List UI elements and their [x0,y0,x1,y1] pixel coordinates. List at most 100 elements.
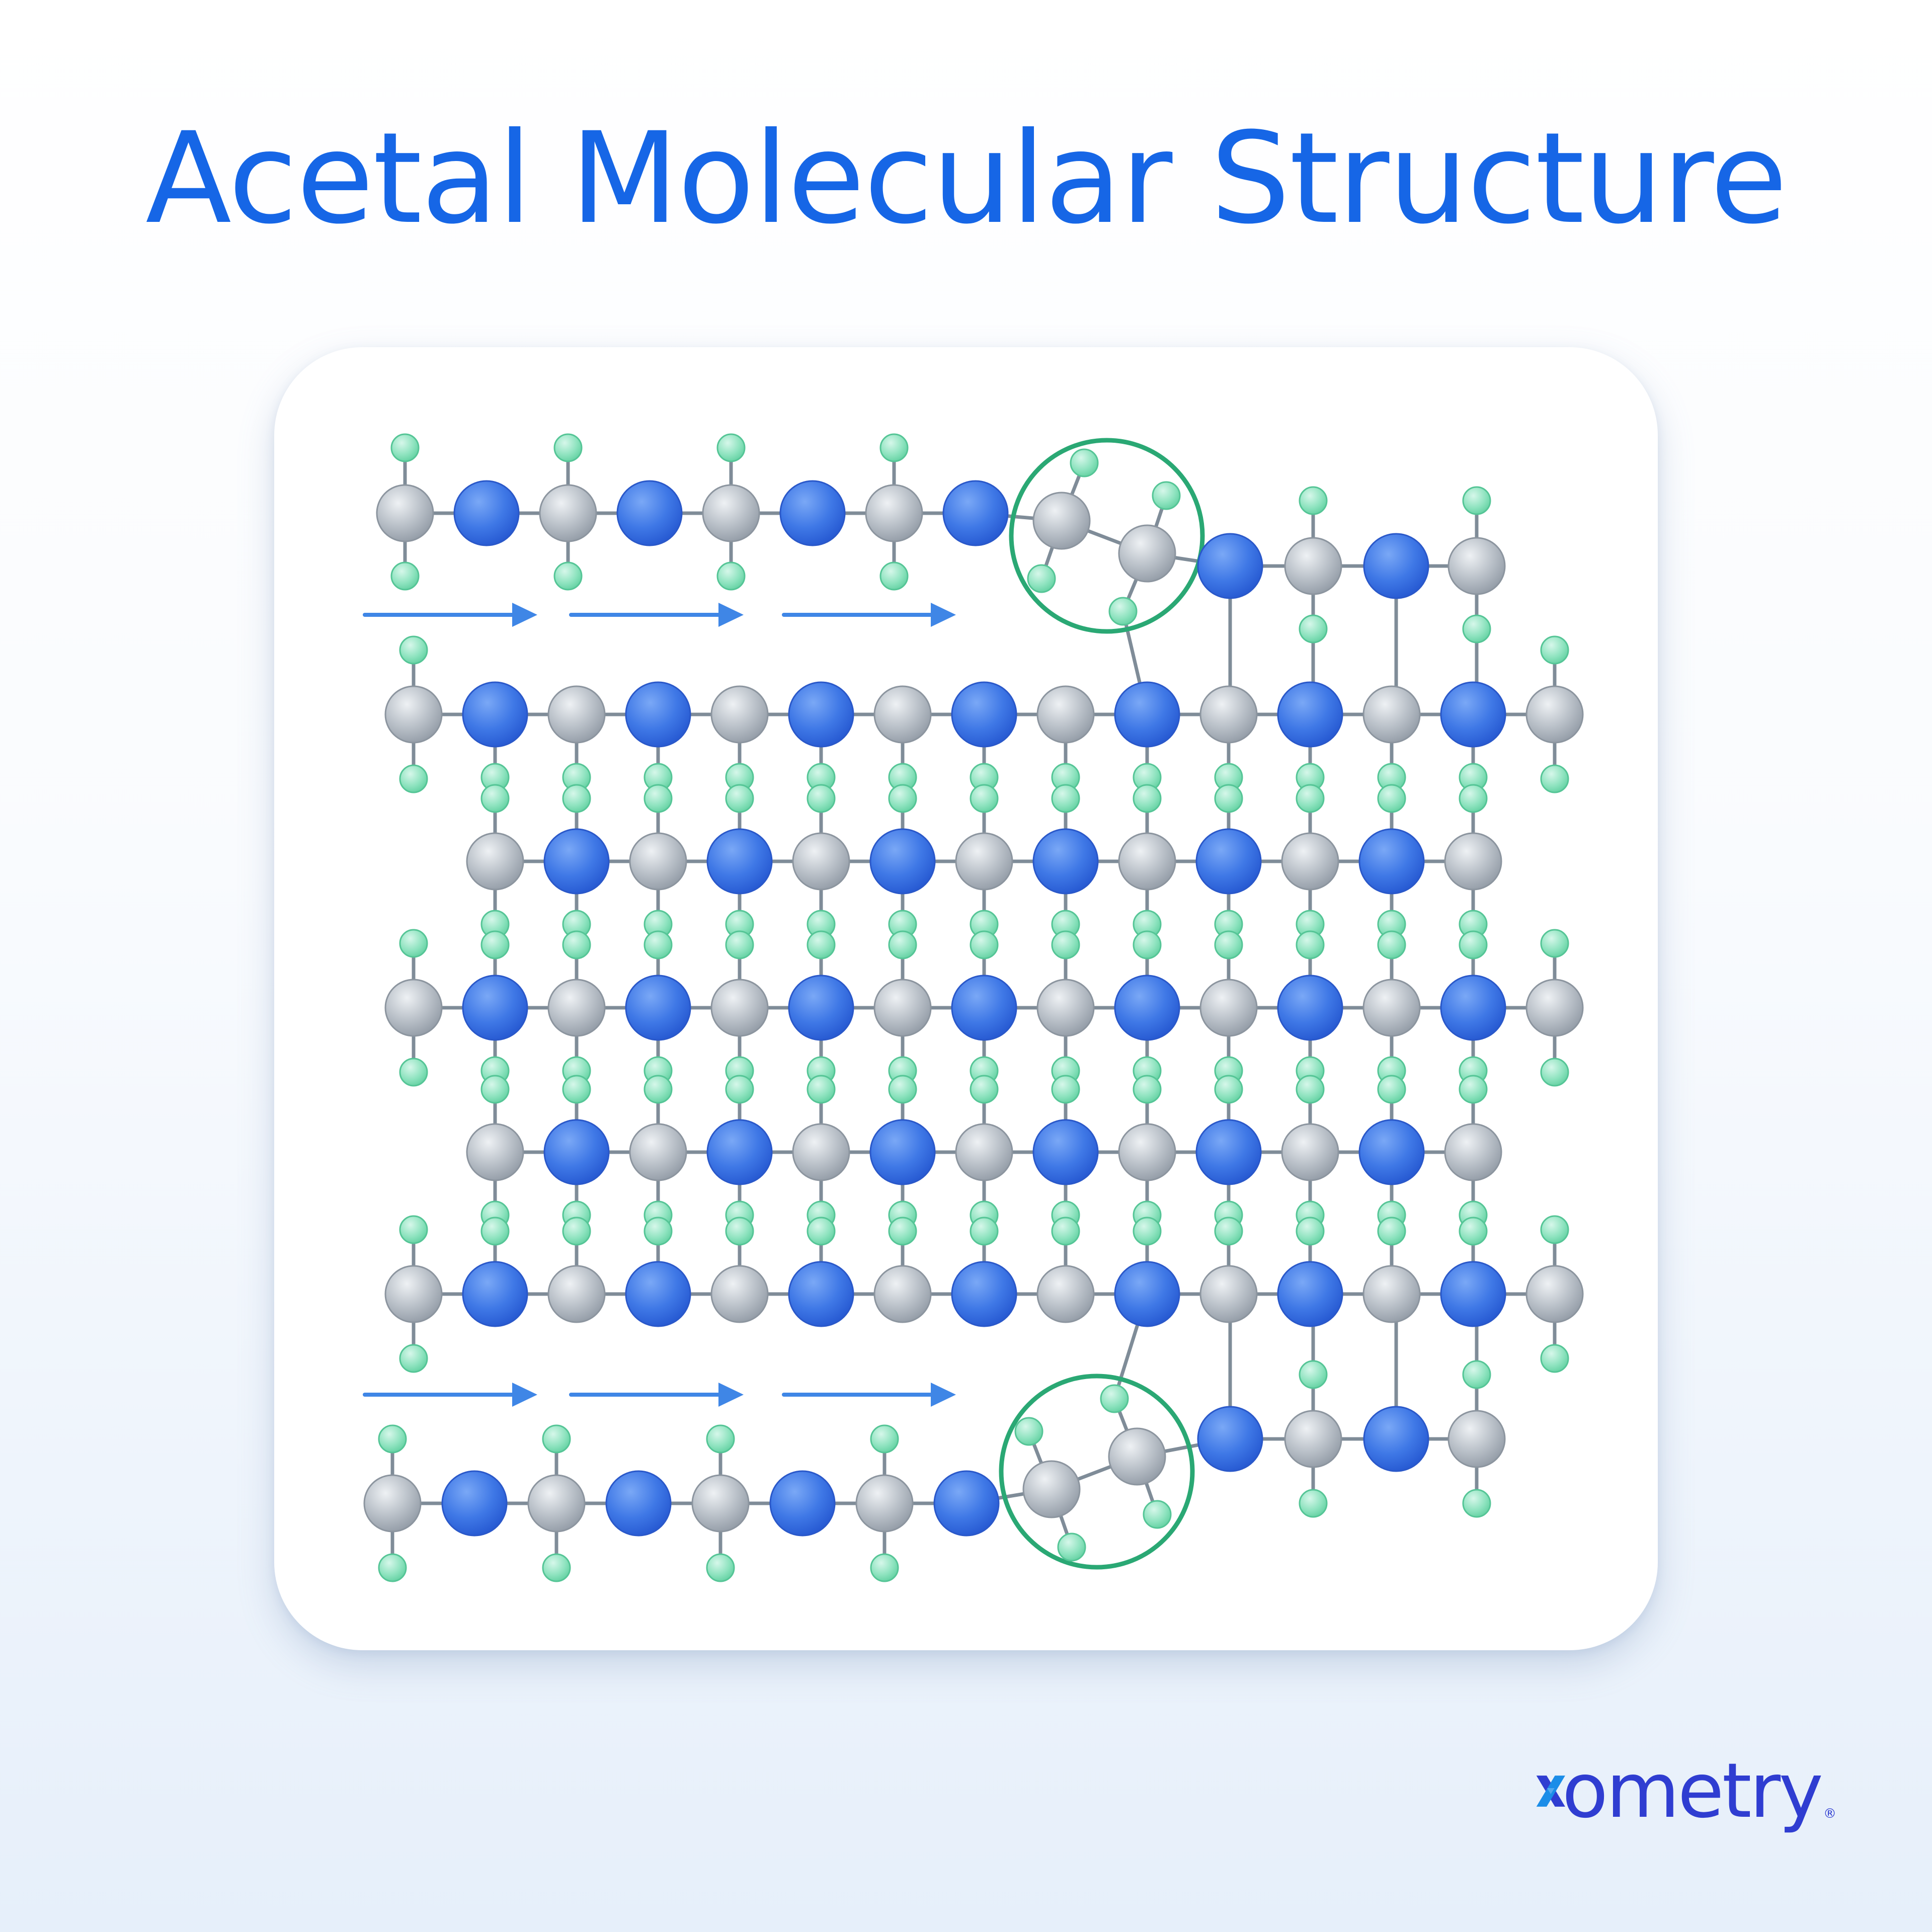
hydrogen-atom [1540,1215,1569,1244]
oxygen-atom [462,1261,528,1327]
hydrogen-atom [1459,784,1488,813]
hydrogen-atom [716,561,746,591]
hydrogen-atom [1299,486,1328,515]
hydrogen-atom [706,1424,735,1454]
carbon-atom [792,1123,850,1181]
hydrogen-atom [1133,930,1162,959]
hydrogen-atom [643,784,673,813]
carbon-atom [710,1265,769,1323]
highlight-circle-icon [999,1374,1195,1570]
oxygen-atom [788,975,854,1041]
oxygen-atom [462,681,528,748]
flow-arrow-icon [782,603,956,627]
oxygen-atom [625,681,691,748]
hydrogen-atom [879,433,909,462]
hydrogen-atom [480,784,510,813]
carbon-atom [629,832,687,891]
carbon-atom [547,1265,606,1323]
hydrogen-atom [1462,486,1491,515]
hydrogen-atom [553,561,583,591]
carbon-atom [873,685,932,744]
carbon-atom [384,1265,443,1323]
oxygen-atom [1197,533,1263,599]
carbon-atom [376,484,434,542]
carbon-atom [1118,524,1176,583]
oxygen-atom [1197,1406,1263,1472]
hydrogen-atom [1057,1533,1086,1562]
carbon-atom [1199,685,1258,744]
hydrogen-atom [562,930,591,959]
xometry-x-icon [1536,1776,1565,1807]
oxygen-atom [605,1470,672,1537]
hydrogen-atom [1152,481,1181,510]
hydrogen-atom [553,433,583,462]
hydrogen-atom [399,764,428,793]
carbon-atom [710,685,769,744]
carbon-atom [547,685,606,744]
carbon-atom [1281,1123,1339,1181]
oxygen-atom [462,975,528,1041]
oxygen-atom [1440,975,1506,1041]
hydrogen-atom [870,1424,899,1454]
hydrogen-atom [643,930,673,959]
carbon-atom [466,1123,524,1181]
carbon-atom [1036,1265,1095,1323]
carbon-atom [1118,832,1176,891]
carbon-atom [1362,685,1421,744]
hydrogen-atom [1051,1217,1080,1246]
oxygen-atom [1277,975,1343,1041]
flow-arrows [363,603,956,1407]
hydrogen-atom [1377,930,1406,959]
oxygen-atom [441,1470,508,1537]
oxygen-atom [788,1261,854,1327]
hydrogen-atom [1540,1344,1569,1373]
oxygen-atom [543,1119,610,1185]
carbon-atom [1362,1265,1421,1323]
oxygen-atom [1440,681,1506,748]
carbon-atom [1284,1410,1342,1468]
hydrogen-atom [1459,1217,1488,1246]
oxygen-atom [1114,1261,1180,1327]
hydrogen-atom [1377,1217,1406,1246]
hydrogen-atom [1108,597,1138,626]
hydrogen-atom [807,784,836,813]
hydrogen-atom [1214,784,1243,813]
oxygen-atom [1363,1406,1429,1472]
hydrogen-atom [1133,784,1162,813]
hydrogen-atom [1540,764,1569,793]
carbon-atom [1022,1460,1081,1518]
carbon-atom [629,1123,687,1181]
hydrogen-atom [888,930,917,959]
carbon-atom [384,979,443,1037]
highlight-rings [999,438,1205,1570]
hydrogen-atom [399,1215,428,1244]
hydrogen-atom [1214,1075,1243,1104]
hydrogen-atom [1459,1075,1488,1104]
carbon-atom [1444,1123,1502,1181]
oxygen-atom [1277,1261,1343,1327]
hydrogen-atom [970,784,999,813]
hydrogen-atom [378,1424,407,1454]
hydrogen-atom [1214,1217,1243,1246]
hydrogen-atom [1296,930,1325,959]
hydrogen-atom [1540,929,1569,958]
carbon-atom [955,832,1013,891]
carbon-atom [363,1474,422,1533]
hydrogen-atom [1377,1075,1406,1104]
oxygen-atom [869,1119,936,1185]
hydrogen-atom [1299,1489,1328,1518]
hydrogen-atom [480,1217,510,1246]
carbon-atom [1525,685,1584,744]
hydrogen-atom [562,784,591,813]
carbon-atom [1281,832,1339,891]
carbon-atom [873,979,932,1037]
carbon-atom [855,1474,914,1533]
carbon-atom [702,484,760,542]
carbon-atom [1036,685,1095,744]
hydrogen-atom [1296,1075,1325,1104]
carbon-atom [955,1123,1013,1181]
hydrogen-atom [1462,1489,1491,1518]
carbon-atom [527,1474,586,1533]
oxygen-atom [951,681,1017,748]
